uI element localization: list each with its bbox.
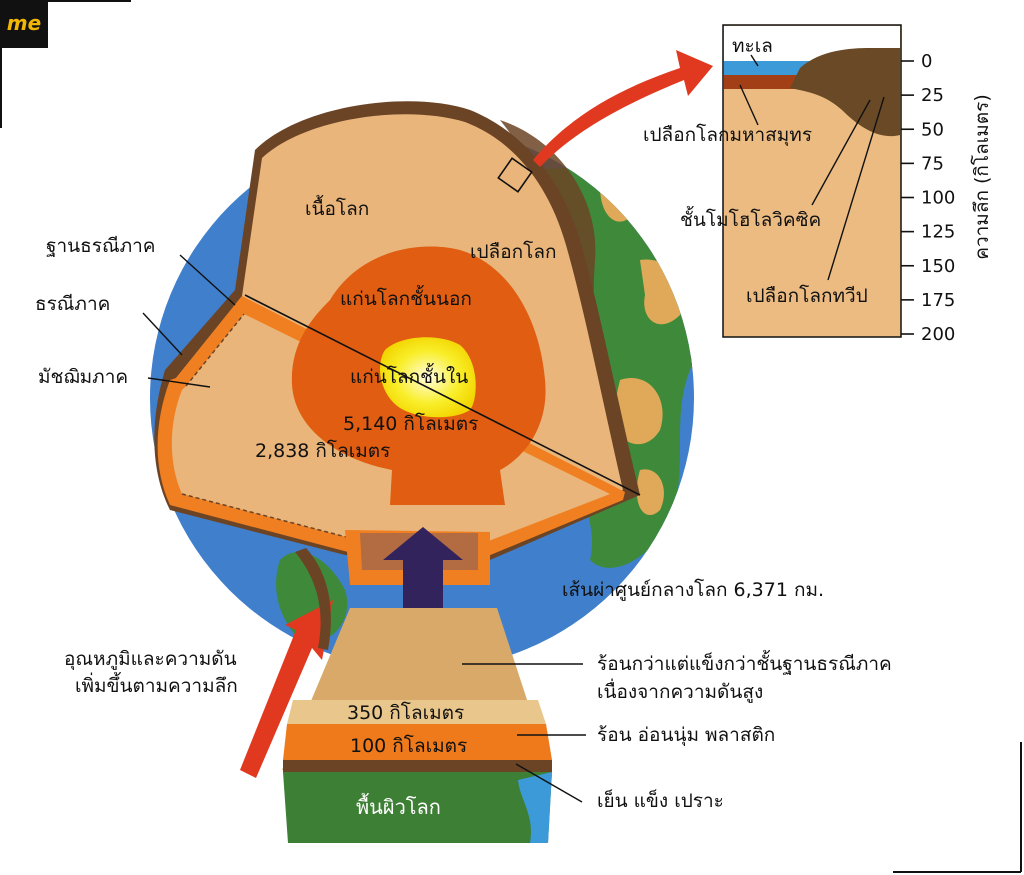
label-pressure-1: อุณหภูมิและความดัน — [64, 648, 237, 671]
logo-badge — [0, 0, 48, 48]
inset-sea — [724, 61, 810, 75]
inset-oceanic-crust — [724, 75, 810, 89]
inset-label-oceanic-crust: เปลือกโลกมหาสมุทร — [643, 123, 812, 147]
diameter-line — [244, 294, 641, 496]
inset-tick-label: 25 — [921, 85, 944, 106]
earth-interior — [154, 101, 641, 585]
inset-tick-label: 175 — [921, 290, 955, 311]
inset-locator — [497, 157, 533, 193]
corner-mark-bottom-right — [893, 742, 1022, 873]
inner-core — [380, 337, 476, 418]
label-depth-outer-core: 5,140 กิโลเมตร — [343, 412, 478, 435]
globe-crust-left — [295, 548, 331, 650]
label-mantle: เนื้อโลก — [305, 195, 369, 220]
inset-label-mohorovicic: ชั้นโมโฮโลวิคซิค — [680, 206, 821, 231]
logo-text: me — [7, 11, 41, 35]
inset-tick-label: 50 — [921, 119, 944, 140]
inset-tick-label: 100 — [921, 188, 955, 209]
inset-tick-label: 150 — [921, 256, 955, 277]
inset-label-sea: ทะเล — [732, 35, 773, 57]
block-surface — [283, 772, 552, 843]
section-block: 350 กิโลเมตร 100 กิโลเมตร พื้นผิวโลก — [282, 608, 552, 843]
label-radius: เส้นผ่าศูนย์กลางโลก 6,371 กม. — [562, 578, 824, 601]
depth-arrow — [383, 527, 463, 608]
label-lithosphere-base: ฐานธรณีภาค — [46, 235, 155, 257]
pressure-arrow — [240, 600, 333, 778]
label-mesosphere: มัชฌิมภาค — [38, 366, 128, 388]
logo: me — [0, 0, 131, 128]
inset-arrow — [533, 50, 713, 167]
label-inner-core: แก่นโลกชั้นใน — [350, 363, 468, 388]
note-hot-dense-2: เนื่องจากความดันสูง — [597, 678, 763, 703]
inset-panel: ทะเล เปลือกโลกมหาสมุทร ชั้นโมโฮโลวิคซิค … — [643, 24, 993, 345]
inset-tick-label: 125 — [921, 222, 955, 243]
block-label-surface: พื้นผิวโลก — [356, 793, 441, 819]
note-plastic: ร้อน อ่อนนุ่ม พลาสติก — [597, 724, 775, 747]
inset-continental-crust — [790, 48, 900, 137]
note-hot-dense-1: ร้อนกว่าแต่แข็งกว่าชั้นฐานธรณีภาค — [597, 650, 892, 675]
block-label-100: 100 กิโลเมตร — [350, 734, 467, 757]
label-lithosphere: ธรณีภาค — [35, 293, 110, 315]
inset-tick-label: 0 — [921, 51, 932, 72]
inset-depth-ticks: 0 25 50 75 100 125 150 175 200 — [901, 51, 955, 345]
block-sea — [518, 772, 552, 843]
block-label-350: 350 กิโลเมตร — [347, 701, 464, 724]
inset-tick-label: 75 — [921, 153, 944, 174]
label-outer-core: แก่นโลกชั้นนอก — [340, 285, 472, 310]
inset-axis-label: ความลึก (กิโลเมตร) — [970, 94, 993, 260]
note-cold: เย็น แข็ง เปราะ — [597, 788, 724, 812]
inset-tick-label: 200 — [921, 324, 955, 345]
block-crust — [283, 760, 552, 772]
label-crust: เปลือกโลก — [470, 240, 556, 263]
label-pressure-2: เพิ่มขึ้นตามความลึก — [75, 672, 238, 697]
inset-label-continental-crust: เปลือกโลกทวีป — [746, 284, 868, 307]
label-depth-mantle: 2,838 กิโลเมตร — [255, 439, 390, 462]
block-sand — [287, 700, 546, 724]
block-orange — [283, 724, 552, 760]
